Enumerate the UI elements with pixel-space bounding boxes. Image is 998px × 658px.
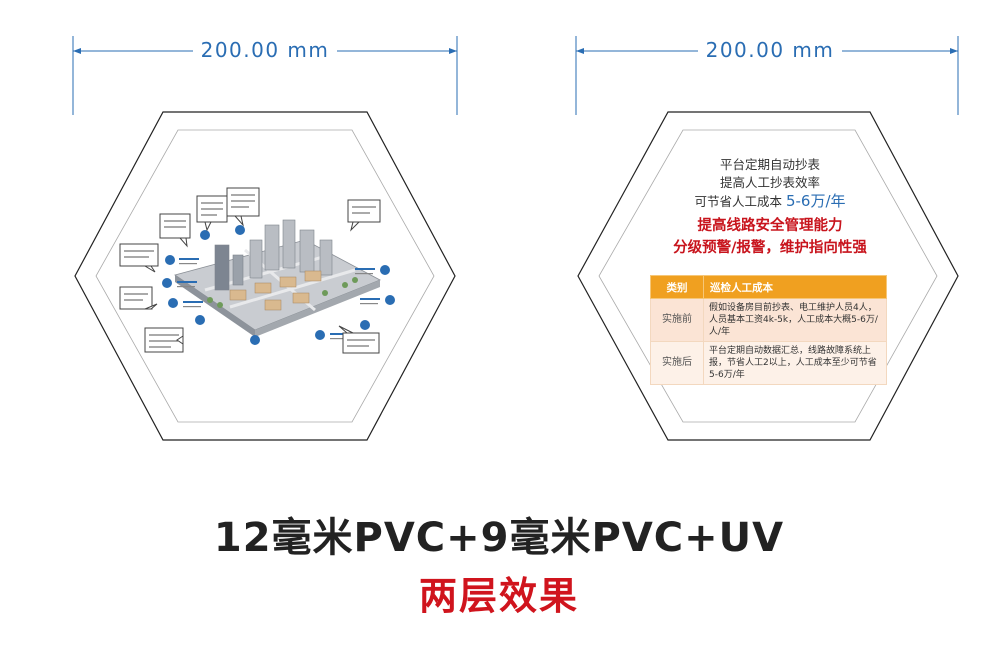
- table-cell-text: 平台定期自动数据汇总，线路故障系统上报，节省人工2以上，人工成本至少可节省5-6…: [703, 341, 887, 385]
- left-inner-hexagon: [95, 129, 435, 423]
- table-cell-text: 假如设备房目前抄表、电工维护人员4人，人员基本工资4k-5k，人工成本大概5-6…: [703, 298, 887, 342]
- highlight-line-2: 分级预警/报警，维护指向性强: [673, 240, 867, 256]
- right-dimension-label: 200.00 mm: [570, 38, 970, 62]
- caption-sub: 两层效果: [418, 574, 579, 618]
- benefit-text-block: 平台定期自动抄表 提高人工抄表效率 可节省人工成本 5-6万/年 提高线路安全管…: [630, 156, 910, 259]
- table-cell-category: 实施前: [650, 298, 704, 342]
- right-hexagon-panel: 200.00 mm 平台定期自动抄表 提高人工抄表效率 可节省人工成本 5-6万…: [570, 0, 970, 470]
- cost-table: 类别 巡检人工成本 实施前 假如设备房目前抄表、电工维护人员4人，人员基本工资4…: [650, 275, 887, 385]
- benefit-line-1: 平台定期自动抄表: [719, 157, 820, 172]
- left-dimension-label: 200.00 mm: [65, 38, 465, 62]
- benefit-line-3: 可节省人工成本 5-6万/年: [694, 192, 846, 210]
- smart-city-illustration: [115, 185, 415, 355]
- table-row: 实施前 假如设备房目前抄表、电工维护人员4人，人员基本工资4k-5k，人工成本大…: [650, 298, 887, 342]
- saving-value: 5-6万/年: [785, 192, 846, 210]
- benefit-line-2: 提高人工抄表效率: [719, 175, 820, 190]
- left-hexagon-panel: 200.00 mm: [65, 0, 465, 470]
- table-row: 实施后 平台定期自动数据汇总，线路故障系统上报，节省人工2以上，人工成本至少可节…: [650, 341, 887, 385]
- caption-main: 12毫米PVC+9毫米PVC+UV: [213, 515, 785, 561]
- right-inner-hexagon: [598, 129, 938, 423]
- table-header-cost: 巡检人工成本: [703, 275, 887, 299]
- table-cell-category: 实施后: [650, 341, 704, 385]
- table-header-category: 类别: [650, 275, 704, 299]
- highlight-line-1: 提高线路安全管理能力: [697, 218, 843, 234]
- table-header-row: 类别 巡检人工成本: [650, 275, 887, 299]
- speech-bubble-icons: [119, 187, 381, 354]
